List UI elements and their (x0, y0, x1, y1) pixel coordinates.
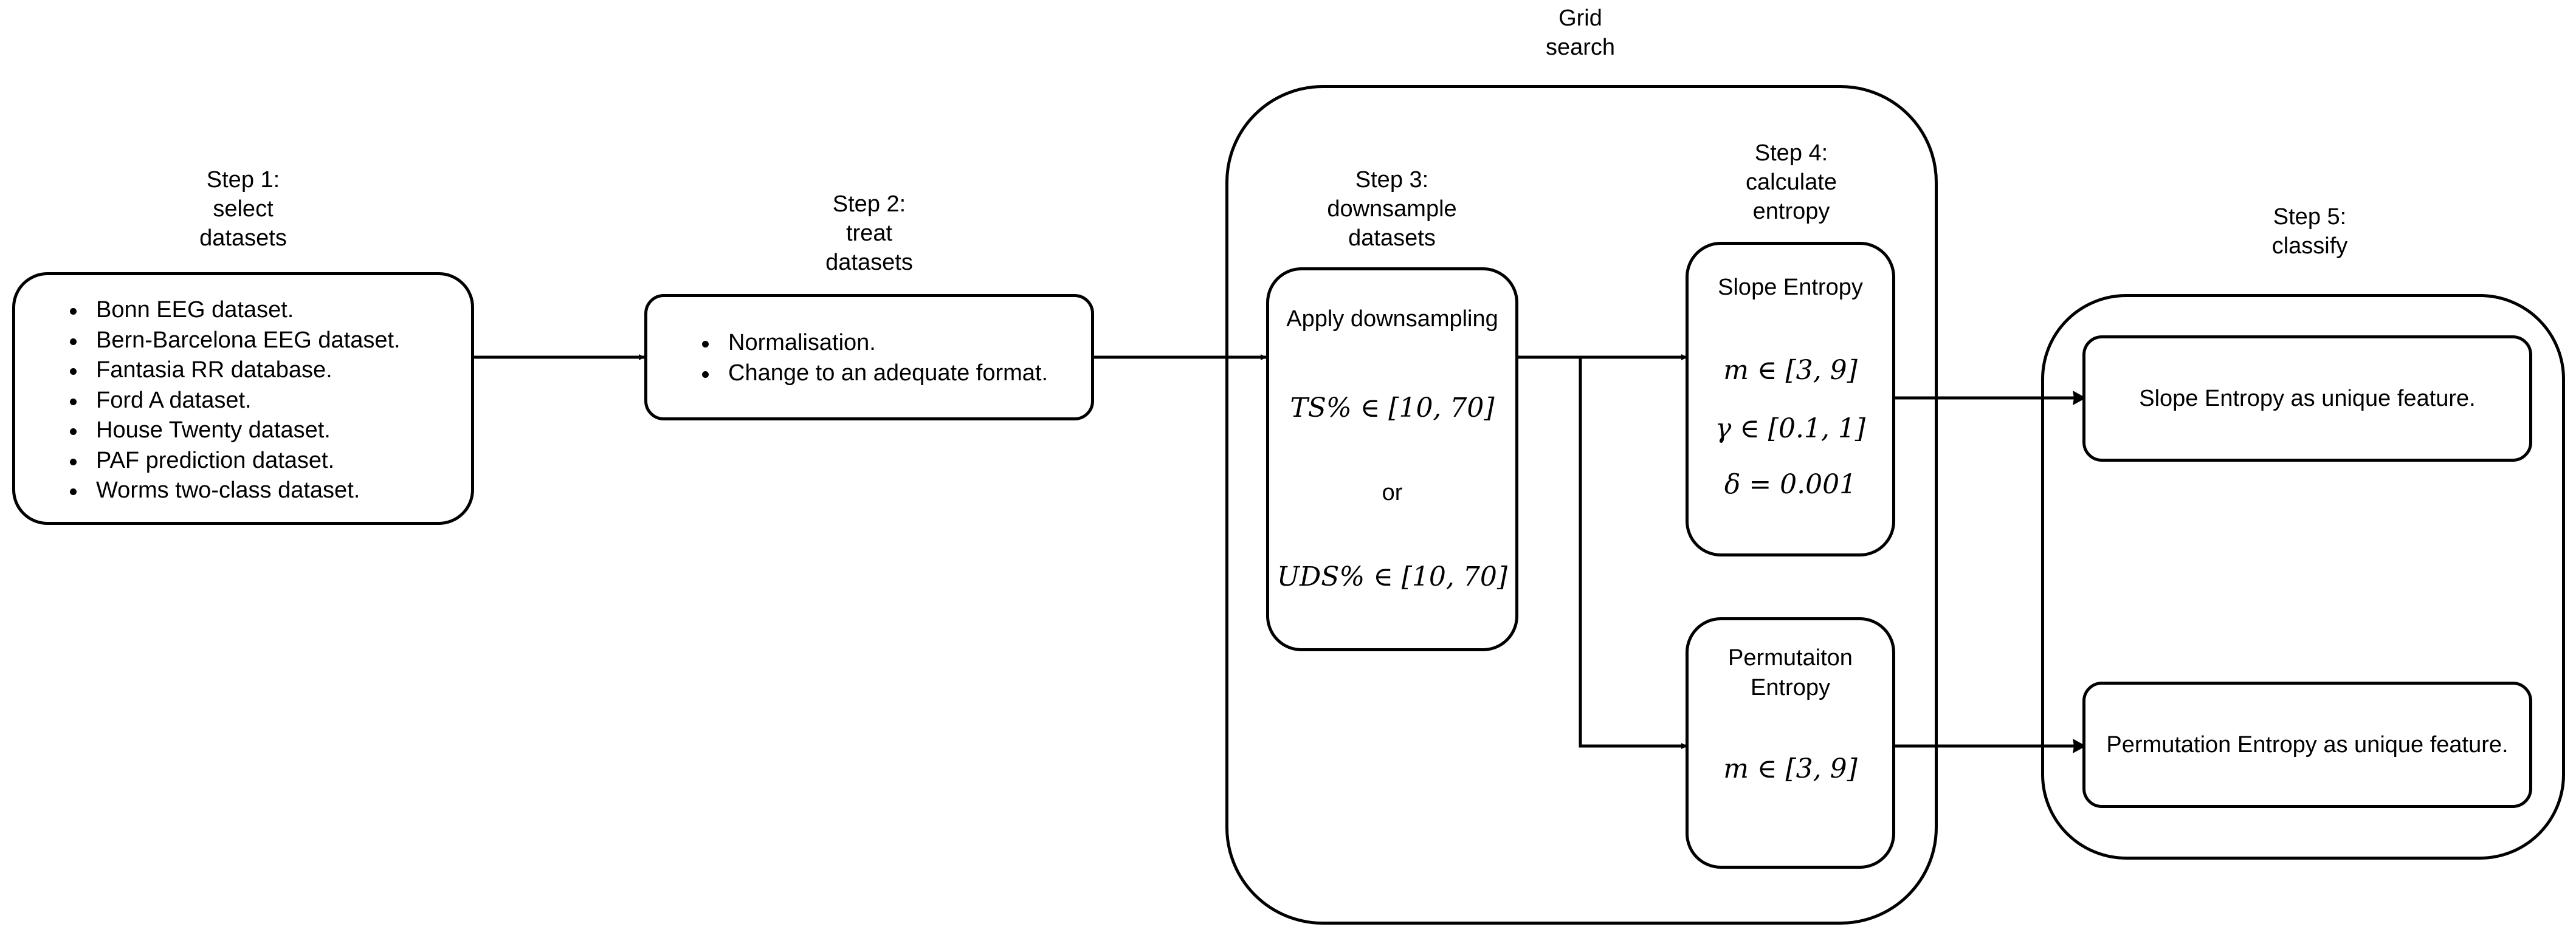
slope-feature-box: Slope Entropy as unique feature. (2082, 335, 2532, 462)
list-item: Bern-Barcelona EEG dataset. (61, 326, 401, 356)
slope-feature-text: Slope Entropy as unique feature. (2139, 385, 2476, 411)
classify-container (2041, 294, 2565, 860)
permutation-entropy-box: Permutaiton Entropy m ∈ [3, 9] (1686, 617, 1895, 869)
list-item: Fantasia RR database. (61, 355, 401, 386)
arrow-step3-to-permutation-entropy (1579, 357, 1687, 749)
list-item: Normalisation. (694, 328, 1048, 358)
step4-label: Step 4: calculate entropy (1746, 140, 1837, 224)
list-item: Worms two-class dataset. (61, 476, 401, 506)
step2-label: Step 2: treat datasets (825, 191, 913, 275)
step3-label: Step 3: downsample datasets (1327, 167, 1457, 251)
list-item: Change to an adequate format. (694, 358, 1048, 389)
slope-delta-value: δ = 0.001 (1724, 469, 1857, 500)
step1-datasets-box: Bonn EEG dataset. Bern-Barcelona EEG dat… (12, 272, 474, 525)
slope-entropy-title: Slope Entropy (1718, 275, 1863, 300)
list-item: Ford A dataset. (61, 386, 401, 416)
slope-entropy-box: Slope Entropy m ∈ [3, 9] γ ∈ [0.1, 1] δ … (1686, 242, 1895, 556)
permutation-feature-text: Permutation Entropy as unique feature. (2106, 731, 2509, 758)
permutation-m-range: m ∈ [3, 9] (1723, 753, 1858, 784)
downsampling-title: Apply downsampling (1286, 306, 1498, 332)
grid-search-container (1225, 85, 1938, 925)
slope-m-range: m ∈ [3, 9] (1723, 355, 1858, 386)
list-item: PAF prediction dataset. (61, 446, 401, 476)
uds-percent-formula: UDS% ∈ [10, 70] (1276, 561, 1508, 592)
arrowhead-permutation-feature (2073, 739, 2086, 753)
permutation-feature-box: Permutation Entropy as unique feature. (2082, 682, 2532, 808)
grid-search-label: Grid search (1545, 5, 1616, 60)
step1-label: Step 1: select datasets (199, 167, 287, 251)
slope-gamma-range: γ ∈ [0.1, 1] (1715, 413, 1866, 444)
permutation-entropy-title: Permutaiton Entropy (1728, 645, 1853, 700)
downsampling-box: Apply downsampling TS% ∈ [10, 70] or UDS… (1266, 267, 1518, 651)
ts-percent-formula: TS% ∈ [10, 70] (1290, 392, 1495, 423)
list-item: Bonn EEG dataset. (61, 295, 401, 326)
step2-treatment-box: Normalisation. Change to an adequate for… (644, 294, 1094, 420)
step5-label: Step 5: classify (2271, 204, 2348, 259)
dataset-list: Bonn EEG dataset. Bern-Barcelona EEG dat… (61, 295, 401, 506)
arrowhead-slope-feature (2073, 391, 2086, 405)
or-text: or (1382, 480, 1403, 505)
treatment-list: Normalisation. Change to an adequate for… (694, 328, 1048, 388)
list-item: House Twenty dataset. (61, 416, 401, 446)
